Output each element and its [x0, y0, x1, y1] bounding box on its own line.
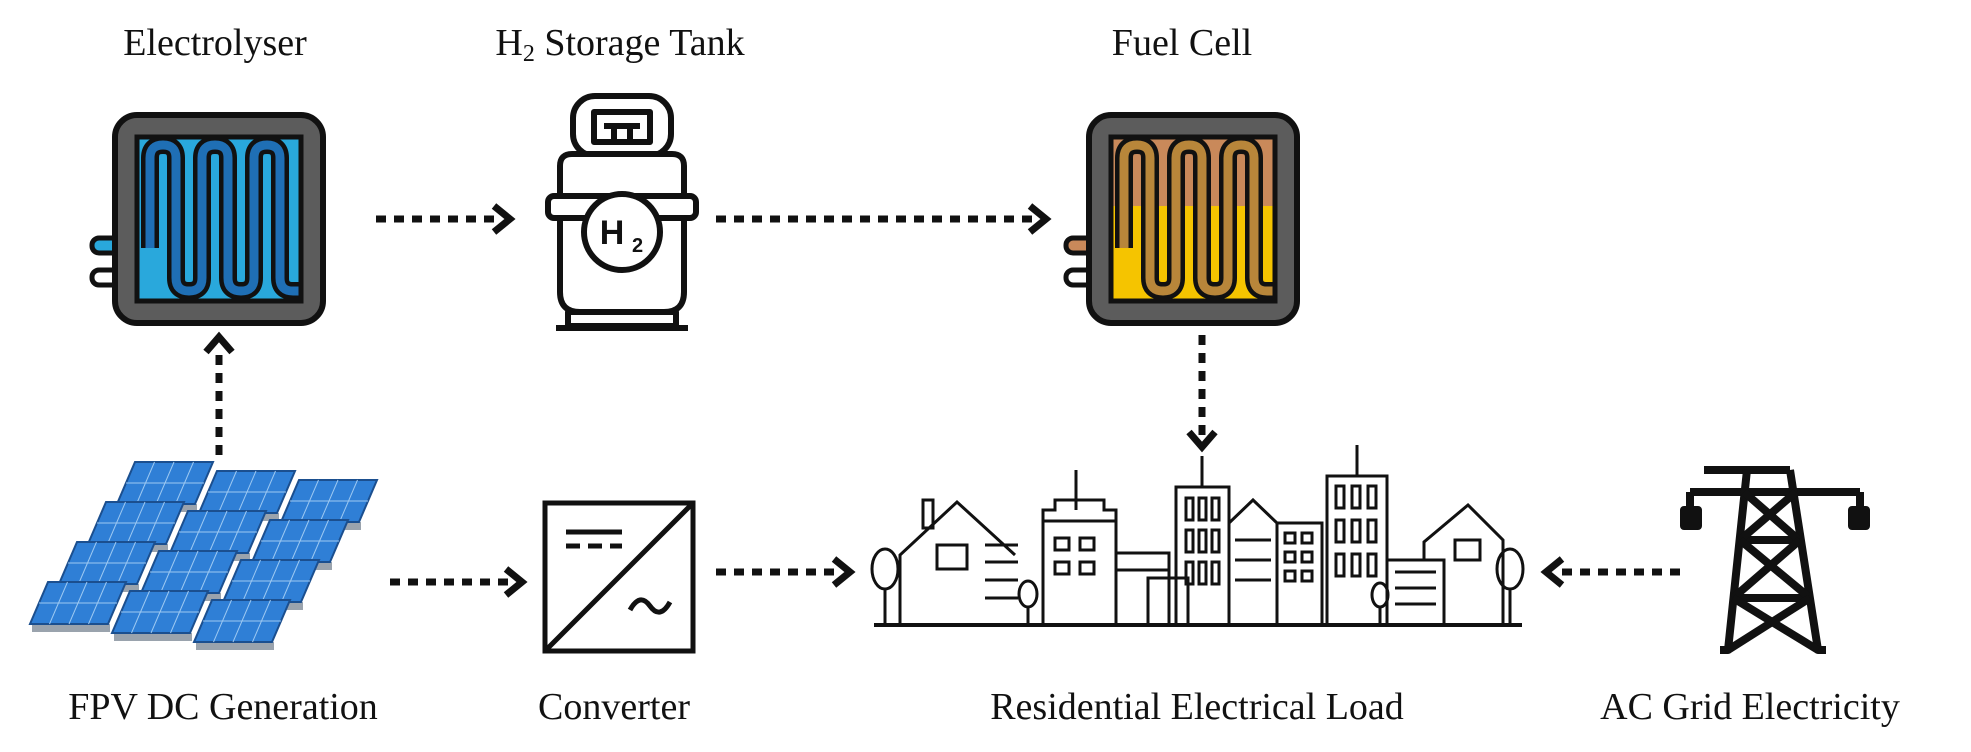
tank-h-text: H	[600, 214, 625, 252]
storage-label-subscript: 2	[522, 41, 535, 67]
city-buildings-icon	[870, 445, 1525, 627]
transmission-tower-icon	[1680, 466, 1870, 654]
grid-label: AC Grid Electricity	[1600, 686, 1900, 728]
hydrogen-tank-icon	[545, 93, 699, 331]
fuel-cell-icon	[1063, 112, 1300, 326]
storage-label-h: H	[495, 22, 523, 64]
storage-tank-label: H2 Storage Tank	[495, 24, 744, 66]
arrow-fpv-to-converter	[390, 566, 528, 598]
solar-panel-array-icon	[28, 461, 379, 650]
arrow-fuel-cell-to-load	[1186, 335, 1218, 453]
fuel-cell-label: Fuel Cell	[1111, 22, 1253, 64]
arrow-converter-to-load	[716, 556, 856, 588]
solar-panel-frame	[32, 624, 110, 632]
arrow-tank-to-fuel-cell	[716, 203, 1052, 235]
arrow-grid-to-load	[1540, 556, 1680, 588]
load-label: Residential Electrical Load	[990, 686, 1404, 728]
solar-panel-frame	[196, 642, 274, 650]
solar-panel-frame	[114, 633, 192, 641]
electrolyser-icon	[89, 112, 326, 326]
tank-subscript-text: 2	[632, 235, 643, 257]
converter-label: Converter	[538, 686, 690, 728]
arrow-fpv-to-electrolyser	[203, 331, 235, 455]
fpv-label: FPV DC Generation	[68, 686, 378, 728]
electrolyser-label: Electrolyser	[123, 22, 307, 64]
storage-label-rest: Storage Tank	[534, 22, 745, 64]
dc-ac-converter-icon	[542, 500, 696, 654]
arrow-electrolyser-to-tank	[376, 203, 516, 235]
